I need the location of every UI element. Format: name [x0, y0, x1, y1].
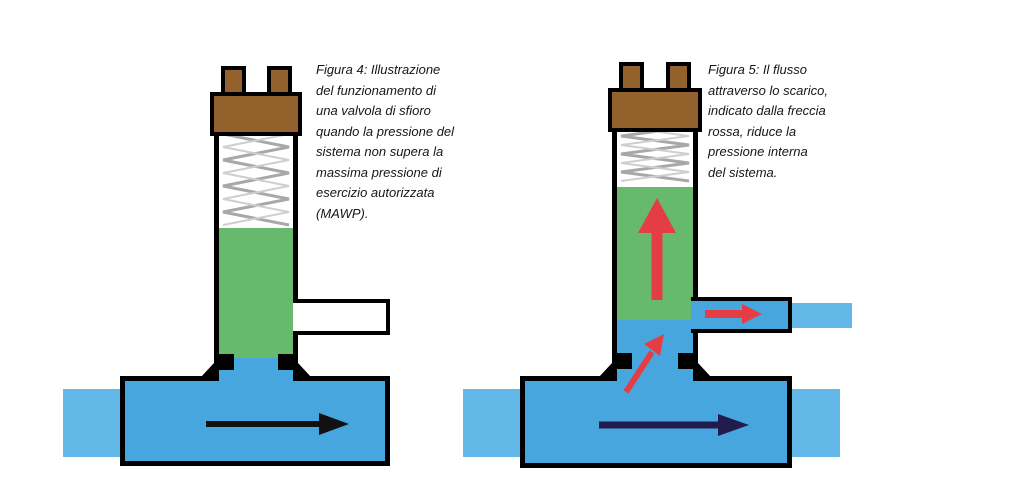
fig4-cap-tab-right: [267, 66, 292, 96]
fig4-seat-right: [278, 354, 293, 370]
fig5-cap-body: [608, 88, 702, 132]
fig4-seat-left: [219, 354, 234, 370]
fig4-junction-foot-right: [298, 363, 311, 377]
fig5-caption: Figura 5: Il flusso attraverso lo scaric…: [708, 62, 828, 180]
fig4-valve-piston: [219, 228, 293, 360]
fig5-pipe-extension-right: [788, 389, 840, 457]
fig5-discharge-flow-arrow: [705, 304, 762, 324]
fig4-main-flow-arrow: [206, 413, 349, 435]
fig4-discharge-outlet: [293, 299, 390, 335]
fig4-cap-body: [210, 92, 302, 136]
fig4-caption: Figura 4: Illustrazione del funzionament…: [316, 62, 455, 221]
fig5-main-pipe: [520, 376, 792, 468]
fig5-relief-upflow-arrow: [638, 198, 676, 300]
fig5-discharge-extension: [792, 303, 852, 328]
fig5-seat-left: [617, 353, 632, 369]
fig5-junction-foot-right: [698, 363, 711, 377]
fig4-junction-foot-left: [201, 363, 214, 377]
fig5-seat-right: [678, 353, 693, 369]
fig5-main-flow-arrow: [599, 414, 749, 436]
fig4-spring-icon: [222, 132, 290, 227]
fig5-pipe-extension-left: [463, 389, 523, 457]
fig5-junction-foot-left: [599, 363, 612, 377]
fig4-pipe-extension-left: [63, 389, 125, 457]
fig5-inlet-diagonal-arrow: [623, 334, 664, 394]
